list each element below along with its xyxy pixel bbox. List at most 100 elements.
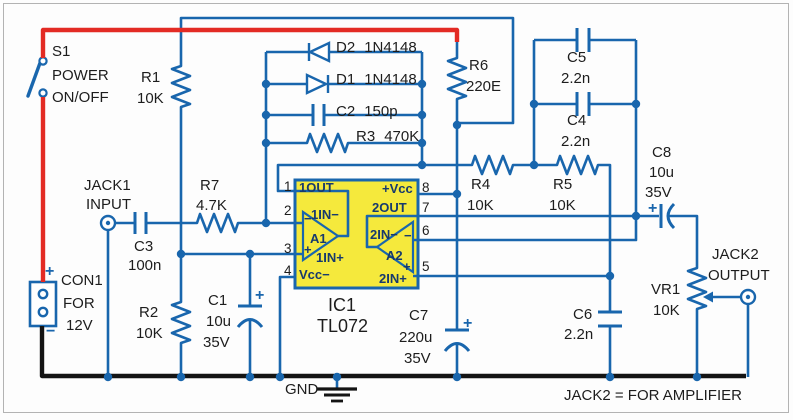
resistor-r5 (553, 154, 602, 176)
label-r7-value: 4.7K (196, 197, 227, 214)
label-con1-for: FOR (63, 295, 95, 312)
label-r6-value: 220E (466, 78, 502, 95)
jack2-connector (739, 288, 757, 306)
a1-minus-icon: − (304, 211, 312, 226)
resistor-r7 (193, 212, 242, 234)
label-c4-value: 2.2n (561, 133, 591, 150)
ic-label-1in-neg: 1IN− (311, 207, 339, 222)
ground-symbol-icon (317, 387, 357, 403)
capacitor-c7 (443, 328, 471, 352)
vr1-wiper-arrow-icon (703, 291, 713, 303)
pin-number-6: 6 (422, 223, 430, 238)
label-c5-value: 2.2n (561, 70, 591, 87)
ic-label-1in-pos: 1IN+ (316, 250, 344, 265)
label-note: JACK2 = FOR AMPLIFIER (564, 387, 742, 404)
capacitor-c2 (311, 104, 326, 126)
label-c1-voltage: 35V (203, 334, 230, 351)
pin-number-5: 5 (422, 259, 430, 274)
ic-label-vcc-pos: +Vcc (382, 181, 413, 196)
label-c5-ref: C5 (567, 49, 587, 66)
ic-label-2out: 2OUT (372, 200, 407, 215)
ic-tl072-body (293, 178, 420, 290)
jack1-connector (99, 214, 117, 232)
label-vr1-value: 10K (653, 302, 680, 319)
junction-dots (103, 79, 702, 382)
ic-label-a2: A2 (386, 248, 403, 263)
label-r5-value: 10K (549, 197, 576, 214)
capacitor-c5 (575, 28, 591, 52)
label-vr1-ref: VR1 (651, 281, 681, 298)
positive-rail (40, 27, 460, 58)
resistor-r4 (468, 154, 517, 176)
c8-plus-icon: + (648, 200, 658, 217)
a1-plus-icon: + (304, 242, 312, 257)
ic-label-a1: A1 (310, 231, 327, 246)
con1-plus-icon: + (45, 263, 55, 280)
label-r2-ref: R2 (139, 304, 159, 321)
ground-rail (39, 326, 746, 379)
connector-con1 (28, 280, 58, 328)
label-jack2-ref: JACK2 (712, 246, 759, 263)
label-gnd: GND (285, 381, 319, 398)
power-switch-s1[interactable] (26, 56, 48, 98)
diode-d1 (305, 73, 329, 95)
label-con1-ref: CON1 (61, 272, 103, 289)
pin-number-4: 4 (284, 263, 292, 278)
ic-label-vcc-neg: Vcc− (299, 267, 330, 282)
label-ic1-part: TL072 (317, 316, 369, 336)
label-c6-ref: C6 (573, 306, 593, 323)
a1-output-wire (276, 163, 468, 238)
bias-rail-wire (179, 16, 515, 125)
resistor-r1 (170, 62, 192, 110)
diode-d2 (307, 41, 331, 63)
label-c3-value: 100n (128, 257, 162, 274)
pin-number-3: 3 (284, 241, 292, 256)
a2-plus-icon: + (403, 259, 411, 274)
label-r6-ref: R6 (469, 57, 489, 74)
label-c1-value: 10u (206, 313, 232, 330)
signal-wires (106, 16, 750, 389)
pin-number-7: 7 (422, 200, 430, 215)
label-c4-ref: C4 (567, 112, 587, 129)
label-c8-voltage: 35V (645, 184, 672, 201)
label-r1-ref: R1 (141, 69, 161, 86)
c7-plus-icon: + (463, 315, 473, 332)
capacitor-c3 (133, 212, 148, 234)
label-c3-ref: C3 (134, 238, 154, 255)
label-c7-value: 220u (399, 329, 433, 346)
capacitor-c4 (575, 92, 591, 116)
resistor-r6 (446, 54, 468, 102)
label-s1-power: POWER (52, 67, 109, 84)
label-c8-value: 10u (649, 164, 675, 181)
ic-label-1out: 1OUT (299, 180, 334, 195)
resistor-vr1 (686, 264, 708, 312)
label-c1-ref: C1 (208, 292, 228, 309)
pin-number-1: 1 (284, 179, 292, 194)
con1-minus-icon: − (46, 323, 56, 340)
label-c7-ref: C7 (409, 307, 429, 324)
resistor-r3 (303, 132, 352, 154)
a2-output-wire (365, 214, 659, 249)
label-r4-value: 10K (467, 197, 494, 214)
label-s1-onoff: ON/OFF (52, 89, 109, 106)
label-c8-ref: C8 (652, 144, 672, 161)
opamp-a1-triangle (301, 209, 340, 263)
label-r5-ref: R5 (553, 176, 573, 193)
label-r2-value: 10K (136, 325, 163, 342)
capacitor-c8 (659, 202, 676, 230)
label-r1-value: 10K (137, 90, 164, 107)
opamp-a2-triangle (375, 219, 415, 275)
label-ic1-ref: IC1 (328, 295, 357, 315)
capacitor-c1 (236, 304, 264, 328)
ic-label-2in-neg: 2IN− (370, 227, 398, 242)
label-s1-ref: S1 (52, 43, 71, 60)
label-jack1-ref: JACK1 (84, 177, 131, 194)
label-jack2-role: OUTPUT (708, 267, 770, 284)
label-c7-voltage: 35V (404, 350, 431, 367)
